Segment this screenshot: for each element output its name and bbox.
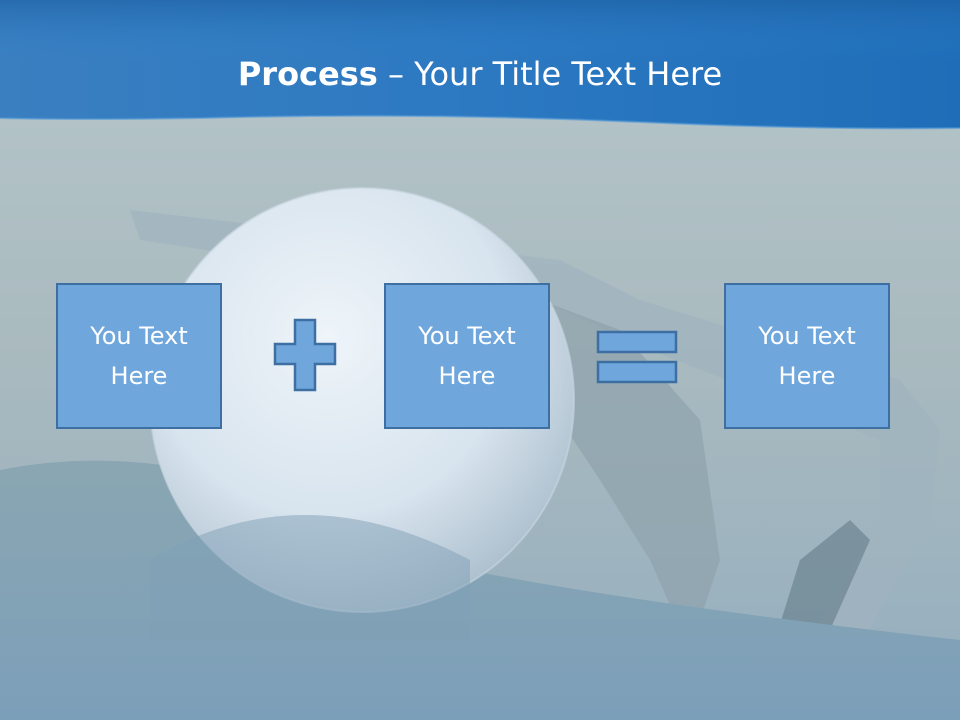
process-box-2[interactable]: You Text Here: [384, 283, 550, 429]
process-box-label: You Text Here: [90, 322, 188, 390]
title-bold: Process: [237, 55, 378, 93]
process-box-label: You Text Here: [418, 322, 516, 390]
plus-icon: [273, 318, 337, 392]
slide-title: Process – Your Title Text Here: [0, 50, 960, 98]
title-rest: – Your Title Text Here: [377, 55, 723, 93]
process-box-1[interactable]: You Text Here: [56, 283, 222, 429]
process-box-label: You Text Here: [758, 322, 856, 390]
equals-icon: [596, 330, 678, 384]
process-box-3[interactable]: You Text Here: [724, 283, 890, 429]
